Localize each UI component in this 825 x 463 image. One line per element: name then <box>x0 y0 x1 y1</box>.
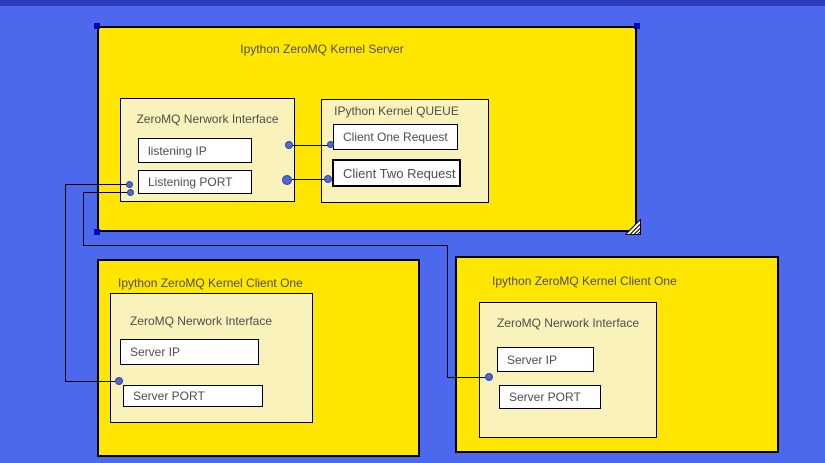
client-right-network-interface-title: ZeroMQ Nerwork Interface <box>496 316 640 330</box>
client-left-title: Ipython ZeroMQ Kernel Client One <box>118 276 303 290</box>
selection-handle-top-right[interactable] <box>634 23 640 29</box>
client-two-request-field[interactable]: Client Two Request <box>332 159 461 187</box>
client-left-server-port-field[interactable]: Server PORT <box>123 385 263 407</box>
client-right-server-port-field[interactable]: Server PORT <box>499 385 601 409</box>
listening-ip-field[interactable]: listening IP <box>138 138 252 163</box>
connection-dot-queue-two[interactable] <box>324 175 332 183</box>
client-right-title: Ipython ZeroMQ Kernel Client One <box>492 274 677 288</box>
connection-dot-listening-port-a[interactable] <box>126 181 133 188</box>
server-title: Ipython ZeroMQ Kernel Server <box>240 42 404 56</box>
client-one-request-field[interactable]: Client One Request <box>333 124 458 150</box>
connection-dot-interface-right-a[interactable] <box>285 141 293 149</box>
kernel-queue-title: IPython Kernel QUEUE <box>334 104 459 118</box>
resize-grip-icon[interactable] <box>625 219 641 235</box>
server-network-interface-title: ZeroMQ Nerwork Interface <box>136 112 279 126</box>
client-left-network-interface-title: ZeroMQ Nerwork Interface <box>129 314 273 328</box>
selection-handle-top-left[interactable] <box>94 23 100 29</box>
client-left-server-ip-field[interactable]: Server IP <box>120 339 259 365</box>
connection-dot-client-right[interactable] <box>485 373 493 381</box>
connection-dot-interface-right-b[interactable] <box>282 175 292 185</box>
selection-handle-bottom-left[interactable] <box>94 229 100 235</box>
listening-port-field[interactable]: Listening PORT <box>138 170 252 194</box>
connection-dot-queue-one[interactable] <box>327 141 334 148</box>
window-bottom-edge <box>0 0 825 6</box>
connection-dot-listening-port-b[interactable] <box>127 189 134 196</box>
connection-dot-client-left[interactable] <box>115 377 123 385</box>
client-right-server-ip-field[interactable]: Server IP <box>497 347 594 372</box>
